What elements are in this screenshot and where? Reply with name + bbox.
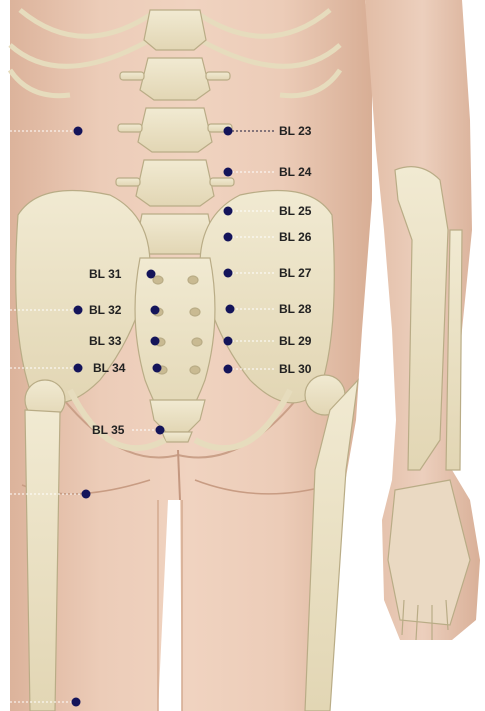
label-bl23: BL 23 <box>279 124 312 138</box>
label-bl32: BL 32 <box>89 303 122 317</box>
label-bl25: BL 25 <box>279 204 312 218</box>
acupoint-marker-bl30[interactable] <box>224 365 233 374</box>
acupoint-marker-bl31[interactable] <box>147 270 156 279</box>
acupoint-marker-bl34[interactable] <box>153 364 162 373</box>
label-bl35: BL 35 <box>92 423 125 437</box>
label-bl33: BL 33 <box>89 334 122 348</box>
acupoint-marker-bl32[interactable] <box>151 306 160 315</box>
label-bl24: BL 24 <box>279 165 312 179</box>
acupoint-marker-bl24[interactable] <box>224 168 233 177</box>
acupoint-marker-bl33[interactable] <box>151 337 160 346</box>
acupoint-marker[interactable] <box>74 306 83 315</box>
label-bl30: BL 30 <box>279 362 312 376</box>
acupoint-marker[interactable] <box>82 490 91 499</box>
label-bl34: BL 34 <box>93 361 126 375</box>
acupoint-marker[interactable] <box>74 364 83 373</box>
label-bl28: BL 28 <box>279 302 312 316</box>
label-bl31: BL 31 <box>89 267 122 281</box>
acupoint-marker-bl23[interactable] <box>224 127 233 136</box>
acupoint-marker-bl27[interactable] <box>224 269 233 278</box>
acupoint-marker-bl35[interactable] <box>156 426 165 435</box>
acupoint-marker-bl25[interactable] <box>224 207 233 216</box>
label-bl27: BL 27 <box>279 266 312 280</box>
acupoint-marker[interactable] <box>74 127 83 136</box>
label-bl26: BL 26 <box>279 230 312 244</box>
label-bl29: BL 29 <box>279 334 312 348</box>
acupoint-marker-bl26[interactable] <box>224 233 233 242</box>
acupoint-marker-bl29[interactable] <box>224 337 233 346</box>
acupoint-marker[interactable] <box>72 698 81 707</box>
acupoint-marker-bl28[interactable] <box>226 305 235 314</box>
